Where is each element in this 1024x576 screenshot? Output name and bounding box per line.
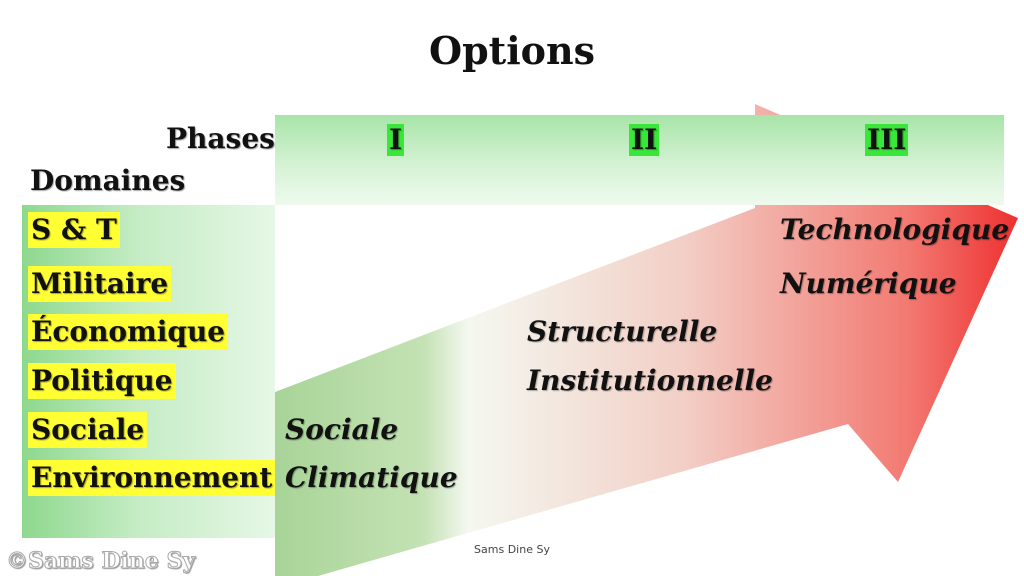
option-structurelle: Structurelle — [527, 315, 718, 348]
domains-header: Domaines — [30, 164, 186, 197]
phases-header: Phases — [166, 122, 275, 155]
footer-credit: Sams Dine Sy — [474, 543, 550, 556]
domain-politique: Politique — [28, 363, 176, 399]
domain-sociale: Sociale — [28, 412, 148, 448]
option-institutionnelle: Institutionnelle — [527, 364, 773, 397]
phase-label-3: III — [865, 123, 909, 156]
arrow-shape — [275, 104, 1018, 576]
domain-s-t: S & T — [28, 212, 120, 248]
option-numerique: Numérique — [780, 267, 957, 300]
copyright-watermark: ©Sams Dine Sy — [5, 548, 196, 575]
phase-label-2: II — [629, 123, 660, 156]
option-climatique: Climatique — [285, 461, 458, 494]
domain-environnement: Environnement — [28, 460, 276, 496]
domain-economique: Économique — [28, 314, 229, 350]
option-sociale: Sociale — [285, 413, 399, 446]
phase-label-1: I — [387, 123, 405, 156]
domain-militaire: Militaire — [28, 266, 172, 302]
page-title: Options — [428, 28, 596, 73]
option-technologique: Technologique — [780, 213, 1010, 246]
